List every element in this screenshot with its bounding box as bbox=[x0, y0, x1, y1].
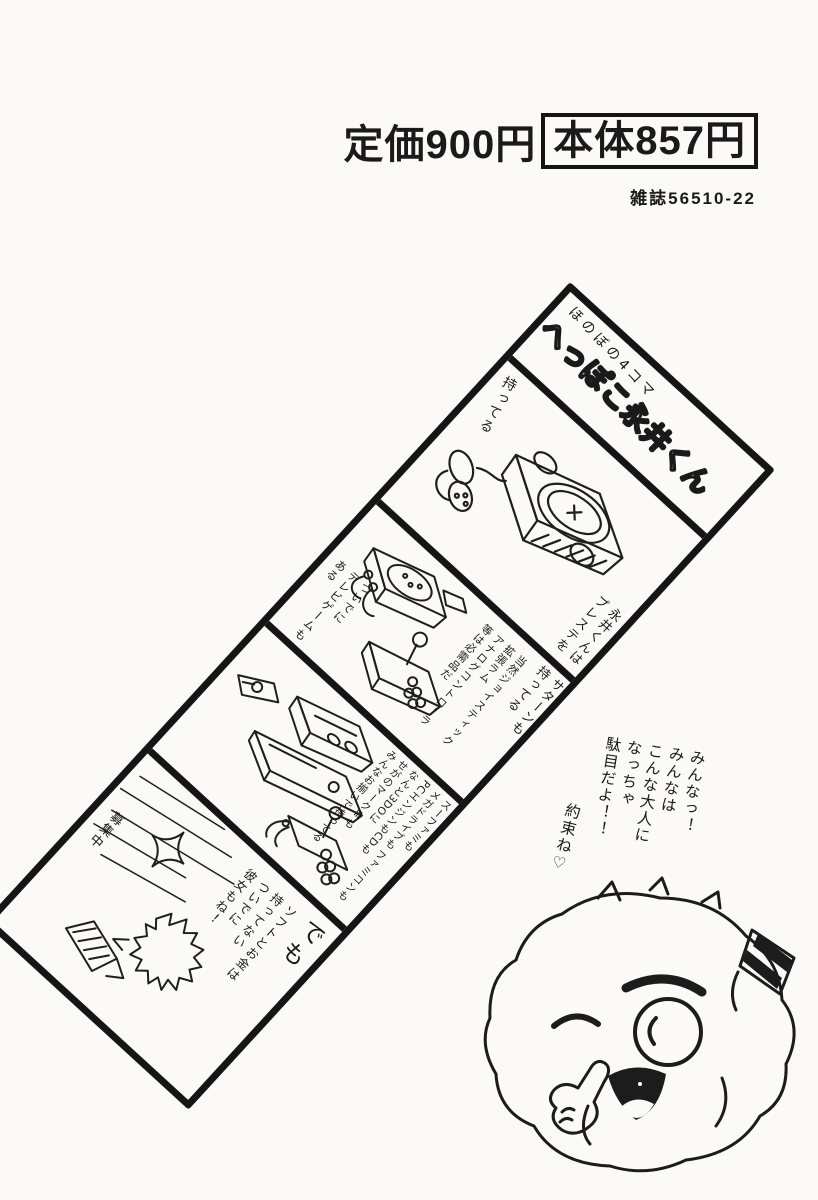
open-eye-icon bbox=[633, 997, 703, 1067]
slumped-boy-doodle bbox=[64, 775, 235, 991]
mascot-speech: みんなっ！ みんなは こんな大人に なっちゃ 駄目だよ！！ bbox=[585, 734, 707, 851]
speed-lines-icon bbox=[93, 775, 235, 903]
sparkle-icon bbox=[151, 831, 185, 868]
comic-panel-1: 持ってる 永井くんは プレステを bbox=[375, 360, 703, 683]
comic-panel-3: スーファミも メガドライブも ファミコンも PCエンジンもCDも なんと3DOに… bbox=[147, 625, 460, 932]
mascot-promise: 約束ね♡ bbox=[547, 801, 583, 876]
magazine-code: 雑誌56510-22 bbox=[630, 189, 756, 208]
striped-hairpiece bbox=[738, 928, 796, 996]
eyebrow-icon bbox=[621, 974, 707, 997]
pointing-hand bbox=[549, 1059, 611, 1135]
playstation-console-doodle bbox=[435, 449, 624, 576]
comic-panel-4: でも ソフトとお金は 持ってない ついでに 彼女もね！ 募集中 bbox=[0, 753, 342, 1099]
comic-panel-2: サターンも 持ってる 当然ジョイスティック 拡張ラム アナログコントローラ 等は… bbox=[264, 504, 571, 805]
sega-saturn-doodle bbox=[350, 547, 468, 716]
chibi-head-outline bbox=[483, 892, 796, 1173]
chibi-mascot-drawing bbox=[483, 876, 796, 1173]
base-price-box: 本体857円 bbox=[541, 113, 758, 169]
price-line: 定価900円 本体857円 bbox=[343, 112, 758, 170]
list-price-text: 定価900円 bbox=[343, 123, 537, 167]
wink-eye-icon bbox=[551, 1013, 601, 1029]
console-pile-doodle bbox=[237, 674, 374, 886]
four-panel-comic-strip: ほのぼの4コマ へっぽこ永井くん bbox=[0, 282, 775, 1110]
